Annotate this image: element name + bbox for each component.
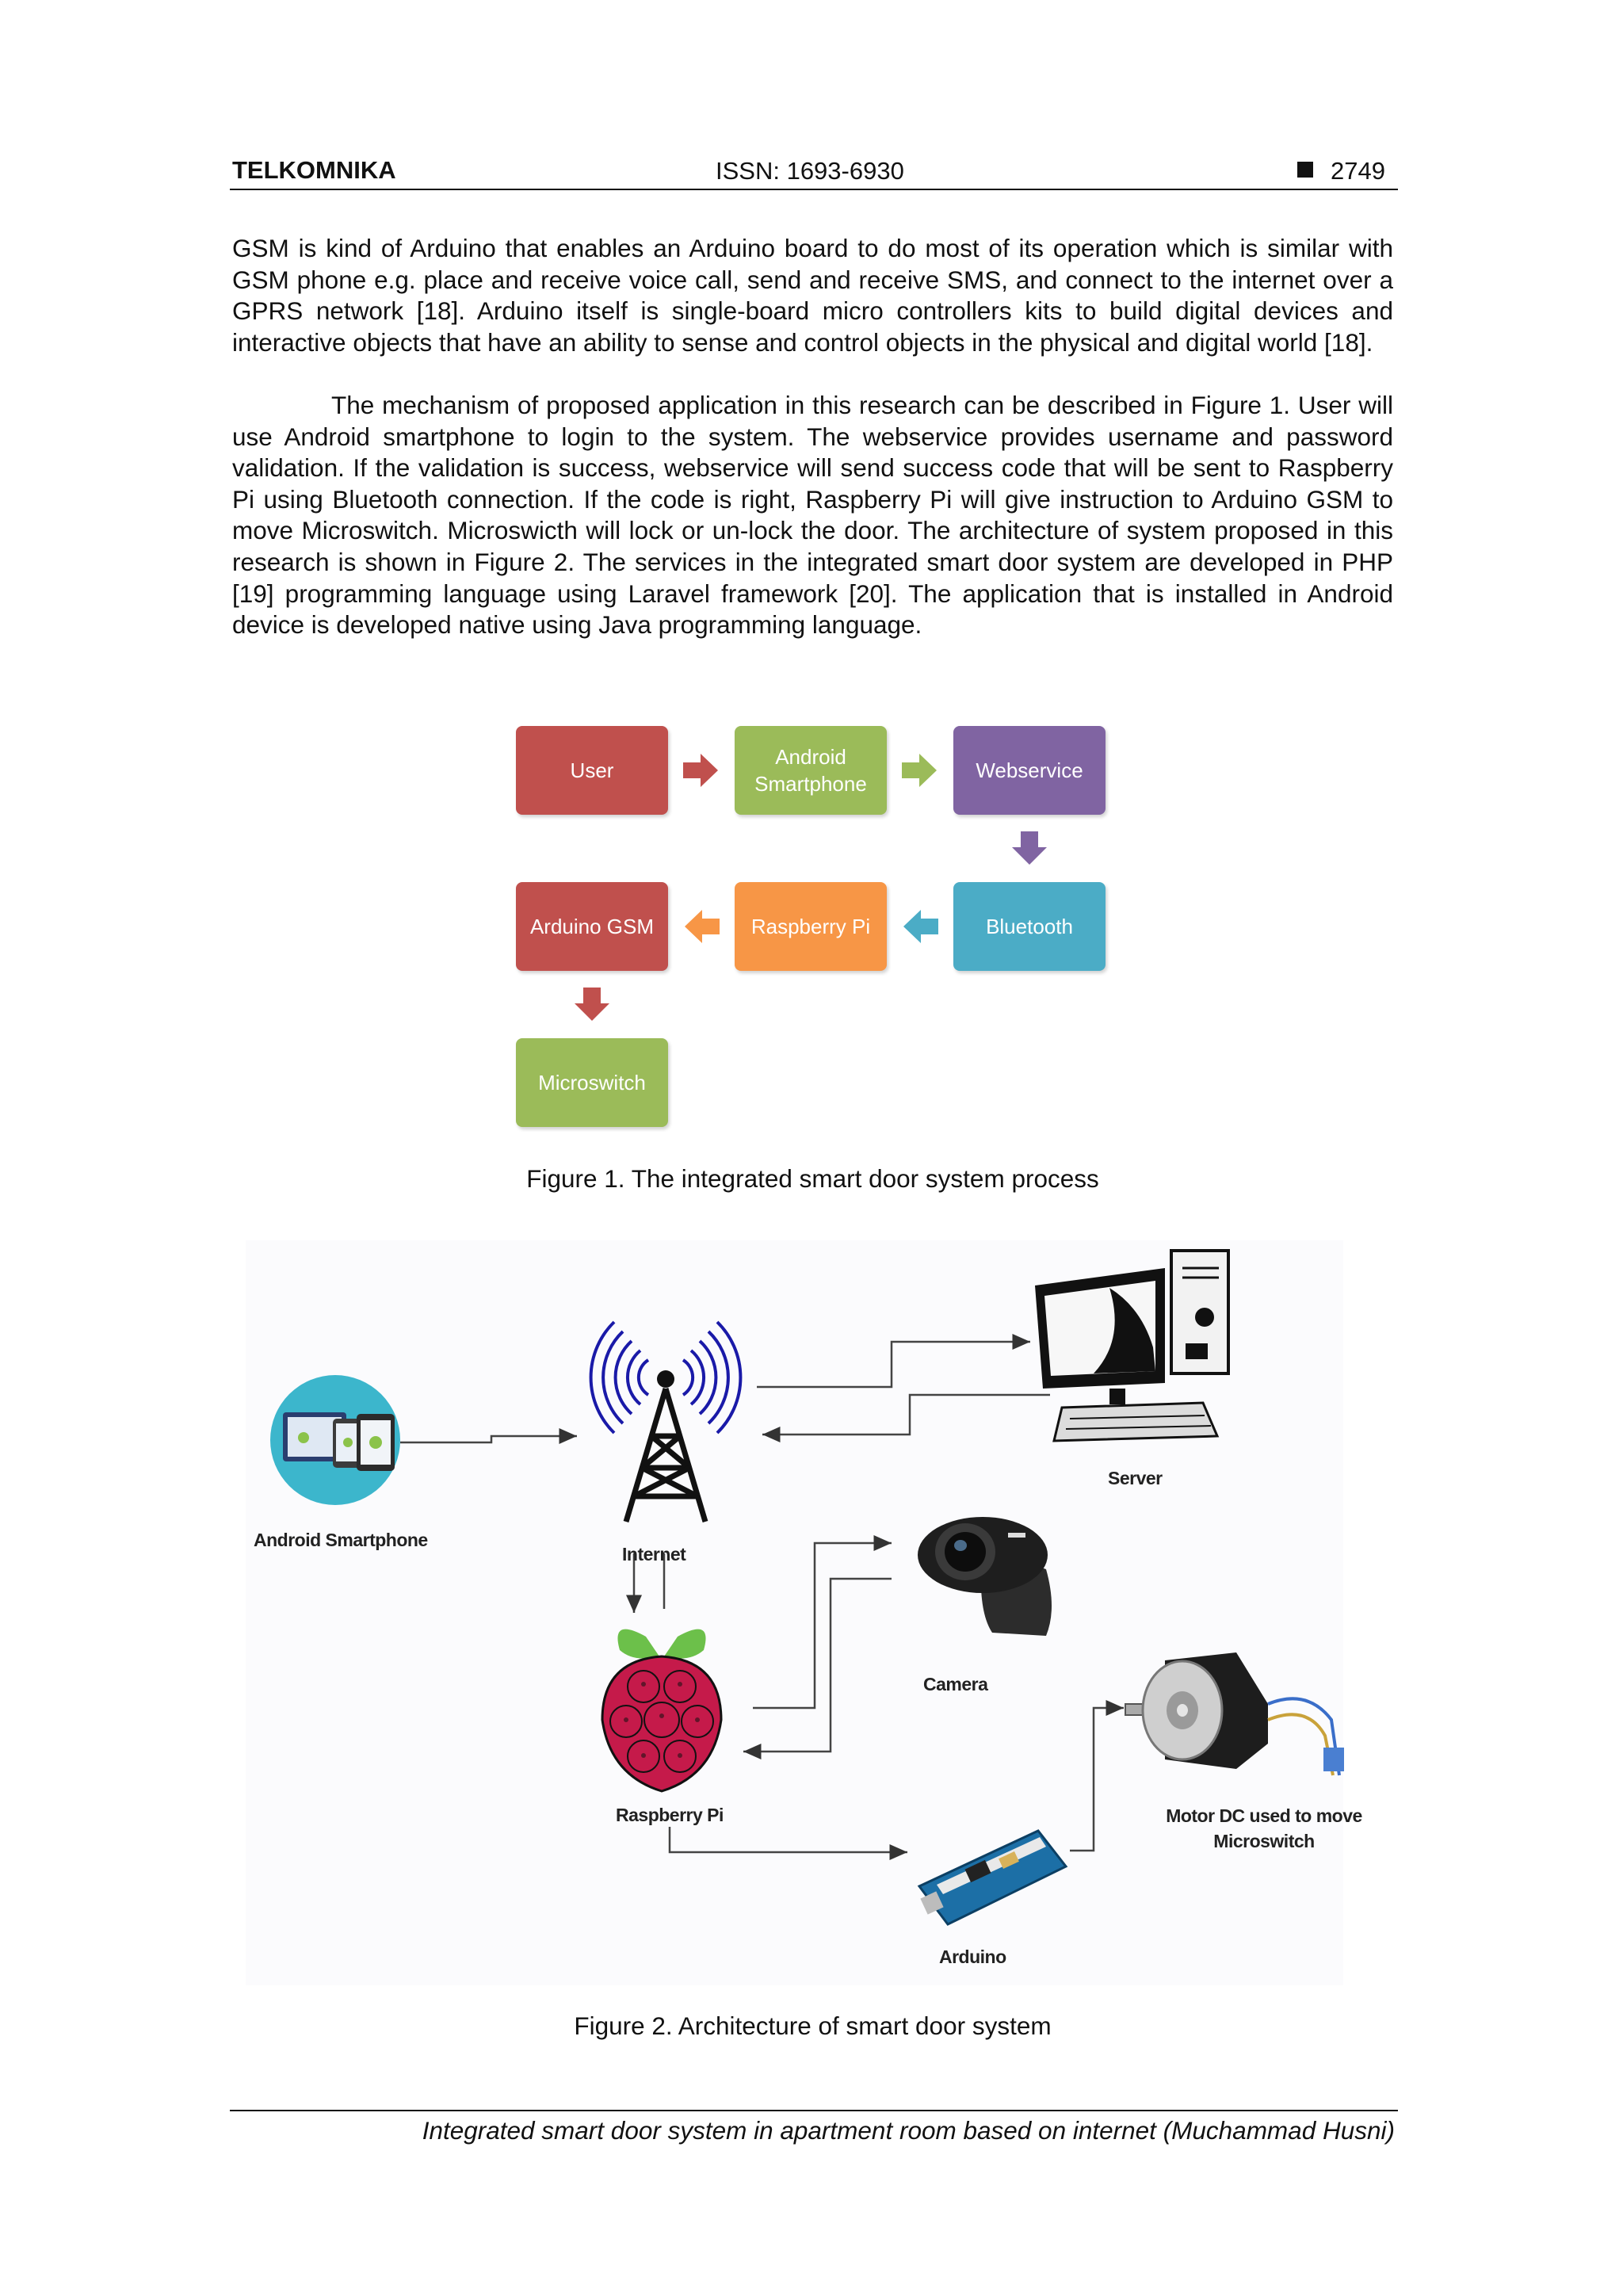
footer-rule: [230, 2110, 1398, 2111]
raspberry-pi-icon: [602, 1629, 721, 1791]
figure-2-caption: Figure 2. Architecture of smart door sys…: [232, 2011, 1393, 2041]
label-raspberry-pi: Raspberry Pi: [616, 1805, 724, 1826]
label-arduino: Arduino: [939, 1946, 1006, 1968]
motor-icon: [1125, 1652, 1344, 1775]
webcam-icon: [918, 1517, 1052, 1636]
server-computer-icon: [1035, 1251, 1228, 1441]
label-camera: Camera: [923, 1674, 987, 1695]
label-internet: Internet: [622, 1544, 685, 1565]
antenna-icon: [591, 1322, 741, 1522]
running-title: Integrated smart door system in apartmen…: [330, 2116, 1395, 2145]
arduino-board-icon: [919, 1831, 1066, 1924]
smartphone-icon: [270, 1375, 400, 1505]
label-android-smartphone: Android Smartphone: [254, 1530, 428, 1551]
label-motor: Motor DC used to move Microswitch: [1153, 1803, 1375, 1854]
label-server: Server: [1108, 1468, 1163, 1489]
